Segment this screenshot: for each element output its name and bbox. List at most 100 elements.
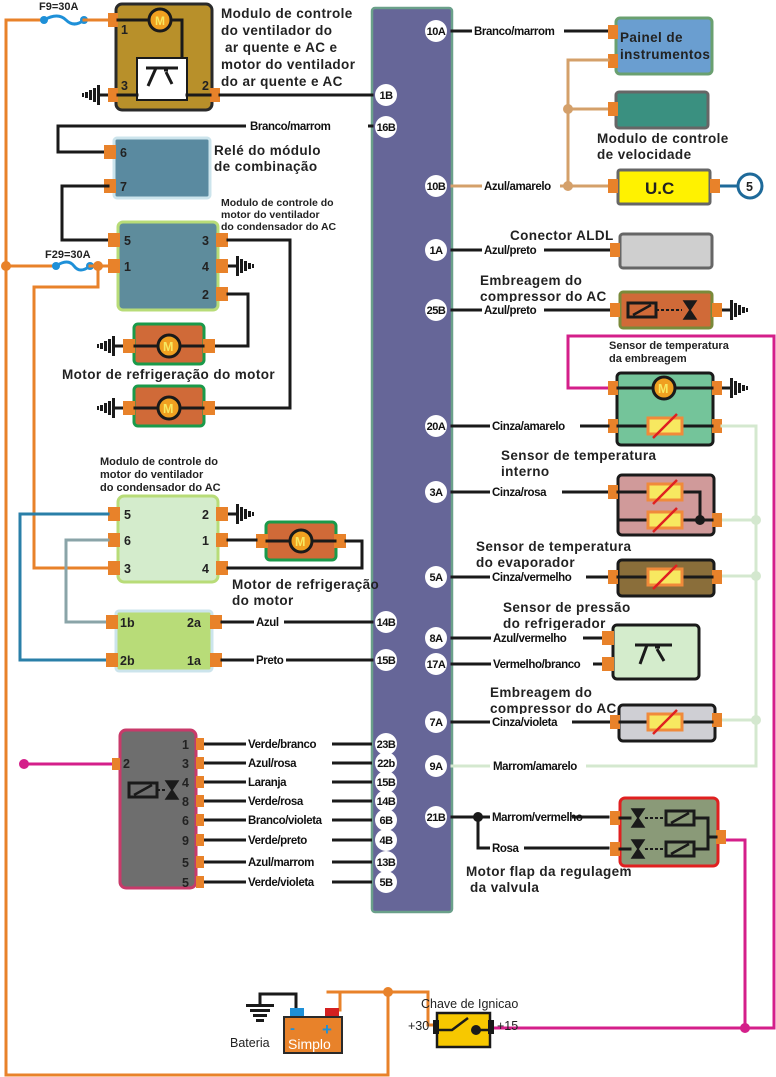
flap-motor-label: Motor flap da regulagem da valvula: [466, 864, 632, 895]
svg-text:Modulo de controle: Modulo de controle: [221, 6, 353, 21]
svg-text:14B: 14B: [377, 796, 396, 808]
svg-text:motor do ventilador: motor do ventilador: [221, 57, 356, 72]
svg-text:7A: 7A: [429, 717, 443, 729]
switch-icon: [439, 1017, 469, 1032]
ignition-switch[interactable]: [433, 1011, 494, 1049]
svg-text:2: 2: [202, 79, 209, 93]
wire-label-5a: Cinza/vermelho: [492, 572, 572, 584]
wire-label-10b: Azul/amarelo: [484, 181, 551, 193]
svg-text:16B: 16B: [377, 122, 396, 134]
svg-text:10A: 10A: [427, 26, 446, 38]
fuse-f29-icon: [55, 260, 91, 272]
wire-label-20a: Cinza/amarelo: [492, 421, 565, 433]
svg-text:2b: 2b: [120, 654, 135, 668]
connector-pin: 14B: [375, 611, 397, 633]
connector-pin: 10B: [425, 175, 447, 197]
wire-label-1a: Azul/preto: [484, 245, 537, 257]
small-relay: 1b 2b 2a 1a: [106, 609, 222, 673]
svg-text:6: 6: [120, 146, 127, 160]
ground-icon: [720, 376, 750, 400]
svg-text:do motor: do motor: [232, 593, 294, 608]
connector-pin: 20A: [425, 415, 447, 437]
svg-text:2: 2: [202, 508, 209, 522]
svg-text:Sensor de temperatura: Sensor de temperatura: [609, 340, 730, 352]
clutch-temp-sensor: M: [608, 371, 722, 447]
svg-text:13B: 13B: [377, 857, 396, 869]
svg-text:U.C: U.C: [645, 179, 674, 198]
svg-text:2a: 2a: [187, 616, 202, 630]
svg-text:1A: 1A: [429, 245, 443, 257]
clutch-temp-sensor-label: Sensor de temperatura da embreagem: [609, 340, 730, 365]
svg-text:do refrigerador: do refrigerador: [503, 616, 606, 631]
thermistor-icon: [646, 478, 684, 506]
svg-text:17A: 17A: [427, 659, 446, 671]
pressure-switch-icon: [146, 66, 178, 87]
svg-text:da valvula: da valvula: [470, 880, 539, 895]
svg-text:3: 3: [121, 79, 128, 93]
svg-text:Sensor de temperatura: Sensor de temperatura: [476, 539, 632, 554]
fuse-f29-label: F29=30A: [45, 249, 91, 261]
svg-text:Relé do módulo: Relé do módulo: [214, 143, 321, 158]
flap-pin-number: 6: [182, 814, 189, 828]
speed-module-label: Modulo de controle de velocidade: [597, 131, 728, 162]
connector-pin: 23B: [375, 733, 397, 755]
svg-text:2: 2: [202, 288, 209, 302]
svg-text:do evaporador: do evaporador: [476, 555, 575, 570]
combination-relay: 6 7: [104, 136, 212, 200]
fuse-f9-icon: [43, 14, 85, 26]
svg-text:M: M: [155, 14, 165, 28]
flap-pin-number: 1: [182, 738, 189, 752]
svg-text:Embreagem do: Embreagem do: [490, 685, 592, 700]
svg-text:do condensador do AC: do condensador do AC: [100, 482, 221, 494]
wire-label-21b-b: Rosa: [492, 843, 520, 855]
svg-text:motor do ventilador: motor do ventilador: [221, 209, 320, 221]
wire-label-16b: Branco/marrom: [250, 121, 331, 133]
svg-text:+: +: [322, 1020, 332, 1039]
svg-text:1: 1: [121, 23, 128, 37]
svg-text:compressor do AC: compressor do AC: [480, 289, 607, 304]
ground-icon: [720, 298, 750, 322]
flap-pin-number: 5: [182, 856, 189, 870]
ground-icon: [226, 254, 256, 278]
svg-text:Embreagem do: Embreagem do: [480, 273, 582, 288]
cooling-motor-2: M: [123, 384, 215, 428]
svg-text:1a: 1a: [187, 654, 202, 668]
power-bus-wire: [4, 18, 46, 1077]
evaporator-sensor: [608, 558, 722, 598]
flap-pin-number: 8: [182, 795, 189, 809]
wire-label-10a: Branco/marrom: [474, 26, 555, 38]
ignition-terminal-15: +15: [497, 1019, 518, 1033]
ignition-label: Chave de Ignicao: [421, 997, 518, 1011]
svg-text:14B: 14B: [377, 617, 396, 629]
cooling-motor-2-label: Motor de refrigeração do motor: [232, 577, 379, 608]
flap-wire-label: Verde/branco: [248, 739, 316, 751]
svg-text:M: M: [295, 535, 305, 549]
svg-text:4: 4: [202, 562, 209, 576]
svg-text:5A: 5A: [429, 572, 443, 584]
connector-pin: 3A: [425, 481, 447, 503]
svg-text:Modulo de controle do: Modulo de controle do: [221, 197, 334, 209]
ground-icon: [95, 396, 125, 420]
connector-pin: 13B: [375, 851, 397, 873]
connector-pin: 17A: [425, 653, 447, 675]
thermistor-icon: [646, 563, 684, 591]
svg-text:2: 2: [123, 757, 130, 771]
connector-pin: 5A: [425, 566, 447, 588]
svg-text:10B: 10B: [427, 181, 446, 193]
connector-pin: 1A: [425, 239, 447, 261]
svg-text:motor do ventilador: motor do ventilador: [100, 469, 204, 481]
thermistor-icon: [646, 708, 684, 736]
svg-text:-: -: [290, 1020, 295, 1037]
wire-label-7a: Cinza/violeta: [492, 717, 558, 729]
wire-label-8a: Azul/vermelho: [493, 633, 567, 645]
wire-label-25b: Azul/preto: [484, 305, 537, 317]
flap-wire-label: Azul/rosa: [248, 758, 297, 770]
instrument-panel: Painel de instrumentos: [608, 16, 714, 76]
svg-text:1: 1: [124, 260, 131, 274]
svg-text:1b: 1b: [120, 616, 135, 630]
